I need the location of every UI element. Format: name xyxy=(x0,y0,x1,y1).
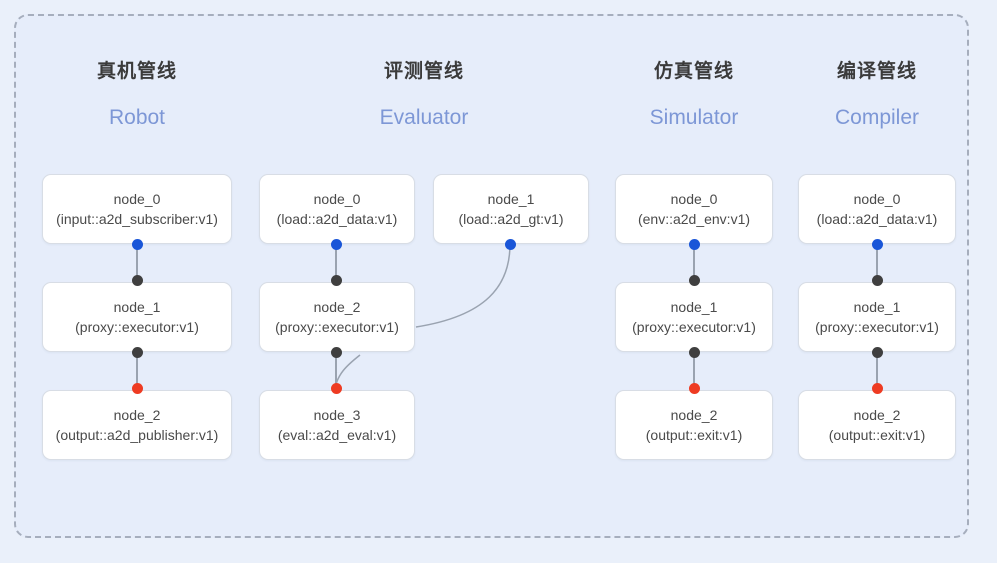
node-simulator-2[interactable]: node_2 (output::exit:v1) xyxy=(615,390,773,460)
node-robot-0[interactable]: node_0 (input::a2d_subscriber:v1) xyxy=(42,174,232,244)
column-subtitle-simulator: Simulator xyxy=(649,106,739,129)
column-title-evaluator: 评测管线 xyxy=(383,61,464,82)
port-in-robot-1[interactable] xyxy=(131,274,143,286)
port-in-evaluator-2[interactable] xyxy=(330,274,342,286)
edge-compiler-0-1 xyxy=(876,244,878,280)
column-subtitle-compiler: Compiler xyxy=(834,106,920,129)
edge-robot-0-1 xyxy=(136,244,138,280)
port-out-evaluator-2[interactable] xyxy=(330,346,342,358)
column-title-robot: 真机管线 xyxy=(96,61,177,82)
node-evaluator-1[interactable]: node_1 (load::a2d_gt:v1) xyxy=(433,174,589,244)
node-compiler-1[interactable]: node_1 (proxy::executor:v1) xyxy=(798,282,956,352)
column-subtitle-evaluator: Evaluator xyxy=(379,106,469,129)
port-in-compiler-2[interactable] xyxy=(871,382,883,394)
port-out-simulator-1[interactable] xyxy=(688,346,700,358)
node-type: (eval::a2d_eval:v1) xyxy=(277,427,397,443)
port-in-robot-2[interactable] xyxy=(131,382,143,394)
port-in-compiler-1[interactable] xyxy=(871,274,883,286)
node-id: node_2 xyxy=(670,406,718,423)
node-id: node_1 xyxy=(853,298,901,315)
node-id: node_0 xyxy=(853,190,901,207)
edge-robot-1-2 xyxy=(136,352,138,388)
column-title-compiler: 编译管线 xyxy=(836,61,917,82)
node-compiler-2[interactable]: node_2 (output::exit:v1) xyxy=(798,390,956,460)
node-type: (proxy::executor:v1) xyxy=(632,319,756,335)
node-simulator-1[interactable]: node_1 (proxy::executor:v1) xyxy=(615,282,773,352)
node-simulator-0[interactable]: node_0 (env::a2d_env:v1) xyxy=(615,174,773,244)
node-id: node_2 xyxy=(313,298,361,315)
port-out-evaluator-1[interactable] xyxy=(504,238,516,250)
port-in-simulator-2[interactable] xyxy=(688,382,700,394)
node-evaluator-0[interactable]: node_0 (load::a2d_data:v1) xyxy=(259,174,415,244)
node-type: (input::a2d_subscriber:v1) xyxy=(56,211,218,227)
column-subtitle-robot: Robot xyxy=(108,106,166,129)
node-robot-1[interactable]: node_1 (proxy::executor:v1) xyxy=(42,282,232,352)
node-type: (output::a2d_publisher:v1) xyxy=(55,427,219,443)
port-in-simulator-1[interactable] xyxy=(688,274,700,286)
port-out-robot-0[interactable] xyxy=(131,238,143,250)
node-type: (env::a2d_env:v1) xyxy=(637,211,751,227)
port-out-compiler-1[interactable] xyxy=(871,346,883,358)
port-out-simulator-0[interactable] xyxy=(688,238,700,250)
node-type: (proxy::executor:v1) xyxy=(75,319,199,335)
node-evaluator-2[interactable]: node_2 (proxy::executor:v1) xyxy=(259,282,415,352)
port-out-robot-1[interactable] xyxy=(131,346,143,358)
node-evaluator-3[interactable]: node_3 (eval::a2d_eval:v1) xyxy=(259,390,415,460)
node-id: node_1 xyxy=(113,298,161,315)
node-type: (load::a2d_gt:v1) xyxy=(458,211,564,227)
port-in-evaluator-3[interactable] xyxy=(330,382,342,394)
edge-gt-to-executor xyxy=(415,243,511,328)
node-type: (output::exit:v1) xyxy=(828,427,926,443)
pipeline-panel: 真机管线 Robot node_0 (input::a2d_subscriber… xyxy=(14,14,969,538)
column-title-simulator: 仿真管线 xyxy=(653,61,734,82)
node-id: node_1 xyxy=(670,298,718,315)
node-id: node_0 xyxy=(313,190,361,207)
edge-simulator-0-1 xyxy=(693,244,695,280)
node-type: (load::a2d_data:v1) xyxy=(816,211,938,227)
port-out-evaluator-0[interactable] xyxy=(330,238,342,250)
node-type: (proxy::executor:v1) xyxy=(815,319,939,335)
node-type: (load::a2d_data:v1) xyxy=(276,211,398,227)
node-type: (output::exit:v1) xyxy=(645,427,743,443)
evaluator-curved-edges xyxy=(334,243,511,389)
node-id: node_2 xyxy=(853,406,901,423)
node-id: node_3 xyxy=(313,406,361,423)
node-id: node_0 xyxy=(670,190,718,207)
node-id: node_0 xyxy=(113,190,161,207)
edge-evaluator-0-2 xyxy=(335,244,337,280)
node-id: node_2 xyxy=(113,406,161,423)
edge-simulator-1-2 xyxy=(693,352,695,388)
edge-compiler-1-2 xyxy=(876,352,878,388)
node-type: (proxy::executor:v1) xyxy=(275,319,399,335)
port-out-compiler-0[interactable] xyxy=(871,238,883,250)
node-id: node_1 xyxy=(487,190,535,207)
node-compiler-0[interactable]: node_0 (load::a2d_data:v1) xyxy=(798,174,956,244)
node-robot-2[interactable]: node_2 (output::a2d_publisher:v1) xyxy=(42,390,232,460)
